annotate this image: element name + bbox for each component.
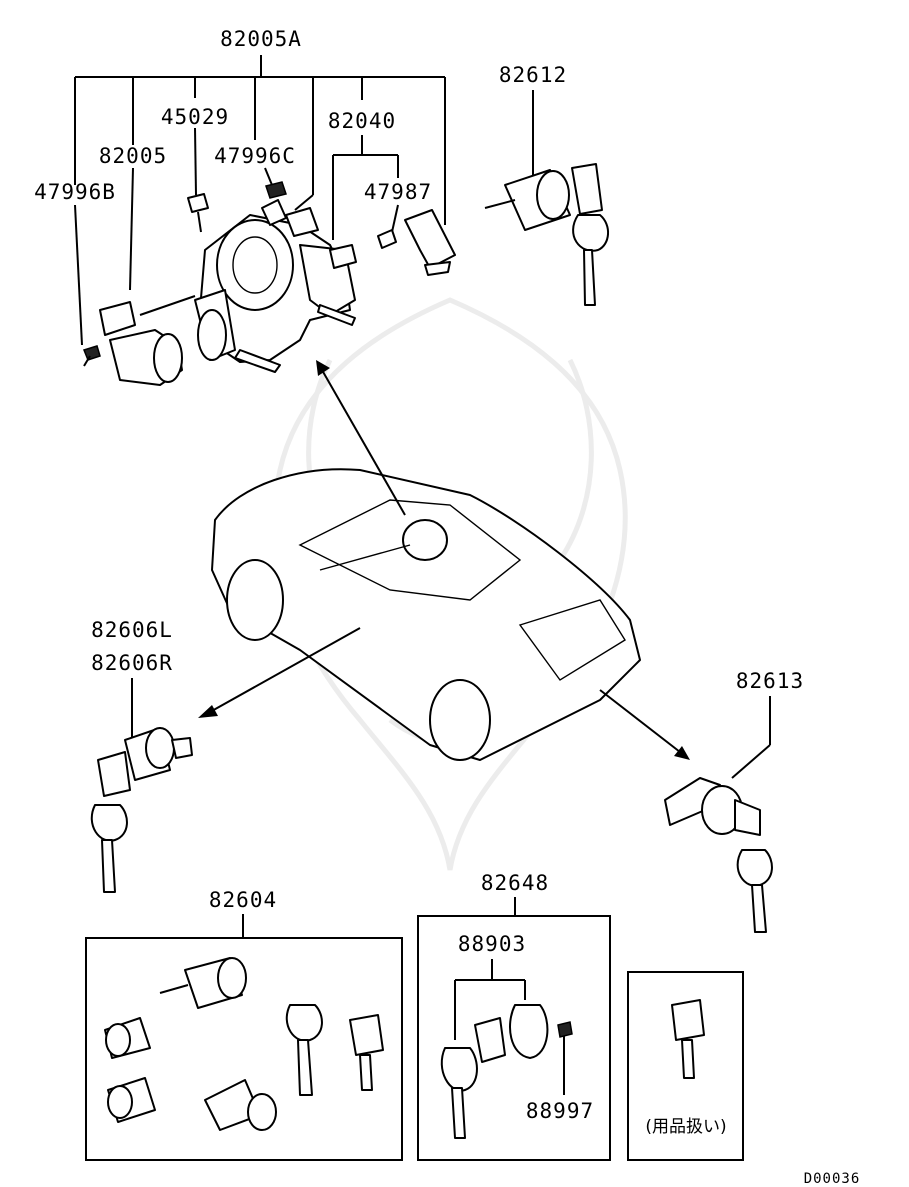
- label-82005A: 82005A: [220, 27, 302, 51]
- leader-82613-elbow: [731, 744, 771, 779]
- label-82604: 82604: [209, 888, 277, 912]
- key-reminder-switch: [99, 295, 196, 386]
- arrow-to-door-lock: [198, 627, 361, 718]
- label-47996C: 47996C: [214, 144, 296, 168]
- label-45029: 45029: [161, 105, 229, 129]
- tailgate-lock-cylinder-82613: [664, 777, 773, 933]
- label-82606R: 82606R: [91, 651, 173, 675]
- screw-47996B: [83, 345, 101, 367]
- label-47987: 47987: [364, 180, 432, 204]
- label-82040: 82040: [328, 109, 396, 133]
- screw-88997: [557, 1021, 573, 1095]
- screw-47996C: [265, 181, 287, 199]
- label-82613: 82613: [736, 669, 804, 693]
- label-82612: 82612: [499, 63, 567, 87]
- arrow-to-tailgate-lock: [599, 689, 690, 760]
- label-accessory-note: (用品扱い): [645, 1117, 726, 1137]
- leader-88903: [454, 959, 526, 1040]
- accessory-key-box: [627, 971, 744, 1161]
- door-lock-cylinder-82606: [90, 727, 193, 893]
- label-88997: 88997: [526, 1099, 594, 1123]
- cover-82040: [404, 209, 456, 276]
- key-88903: [440, 1004, 549, 1139]
- lamp-47987: [377, 229, 397, 249]
- bolt-45029: [187, 193, 209, 233]
- label-88903: 88903: [458, 932, 526, 956]
- label-82648: 82648: [481, 871, 549, 895]
- label-47996B: 47996B: [34, 180, 116, 204]
- diagram-code: D00036: [804, 1171, 861, 1187]
- arrow-to-ignition: [316, 360, 406, 516]
- lock-set-parts: [104, 957, 384, 1131]
- leader-82005A-group: [74, 55, 446, 346]
- vehicle-outline: [211, 468, 641, 761]
- key-box-82648: [417, 915, 611, 1161]
- accessory-key: [671, 999, 705, 1079]
- ignition-lock-assembly: [194, 199, 357, 373]
- label-82005: 82005: [99, 144, 167, 168]
- ignition-cylinder-82612: [484, 163, 609, 306]
- lock-set-box-82604: [85, 937, 403, 1161]
- label-82606L: 82606L: [91, 618, 173, 642]
